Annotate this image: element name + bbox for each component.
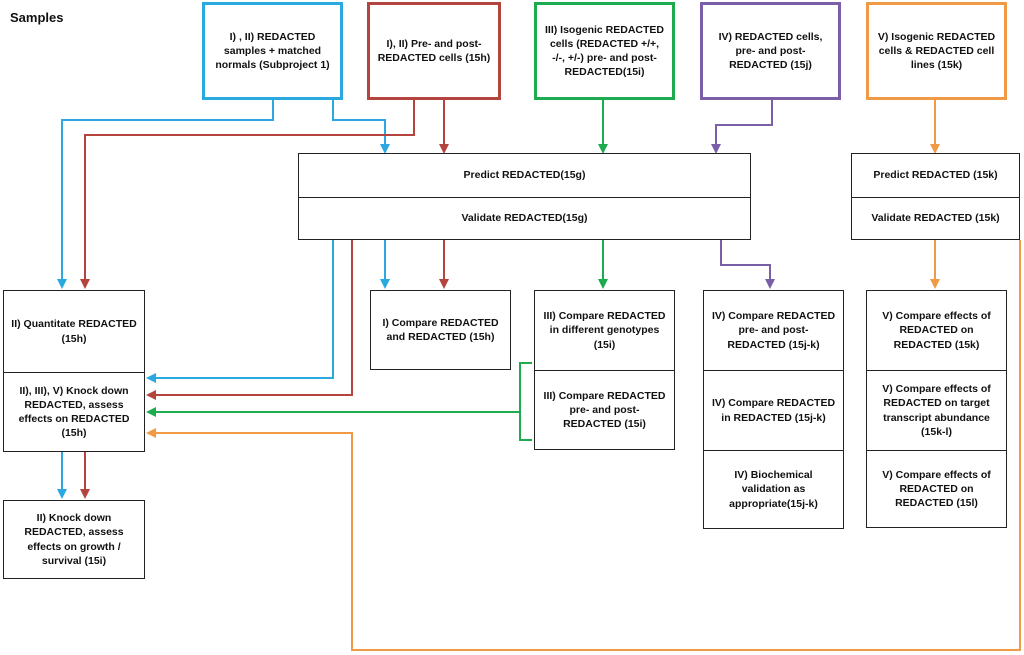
source-box-isogenic-15i: III) Isogenic REDACTED cells (REDACTED +… — [534, 2, 675, 100]
quantitate-box: II) Quantitate REDACTED (15h) — [3, 290, 145, 373]
effects-15k-box: V) Compare effects of REDACTED on REDACT… — [866, 290, 1007, 371]
compare-15h-box: I) Compare REDACTED and REDACTED (15h) — [370, 290, 511, 370]
connector-cyan-s1-to-quantitate — [57, 100, 274, 289]
effects-15l-box: V) Compare effects of REDACTED on REDACT… — [866, 450, 1007, 528]
connector-purple-validate-to-compare — [720, 240, 775, 289]
connector-cyan-s1-to-predict — [332, 100, 390, 154]
source-box-prepost-15j: IV) REDACTED cells, pre- and post- REDAC… — [700, 2, 841, 100]
effects-target-transcript-box: V) Compare effects of REDACTED on target… — [866, 370, 1007, 451]
biochemical-validation-box: IV) Biochemical validation as appropriat… — [703, 450, 844, 529]
knockdown-assess-box: II), III), V) Knock down REDACTED, asses… — [3, 372, 145, 452]
predict-main-box: Predict REDACTED(15g) — [298, 153, 751, 198]
validate-main-box: Validate REDACTED(15g) — [298, 197, 751, 240]
connector-cyan-validate-to-knockdown — [146, 240, 334, 383]
diagram-title: Samples — [10, 10, 64, 25]
compare-prepost-15jk-box: IV) Compare REDACTED pre- and post- REDA… — [703, 290, 844, 371]
connector-green-compare-to-knockdown — [519, 362, 532, 441]
compare-prepost-15i-box: III) Compare REDACTED pre- and post- RED… — [534, 370, 675, 450]
validate-15k-box: Validate REDACTED (15k) — [851, 197, 1020, 240]
predict-15k-box: Predict REDACTED (15k) — [851, 153, 1020, 198]
connector-red-s2-to-quantitate — [80, 100, 415, 289]
source-box-subproject1: I) , II) REDACTED samples + matched norm… — [202, 2, 343, 100]
compare-genotypes-box: III) Compare REDACTED in different genot… — [534, 290, 675, 371]
knockdown-growth-box: II) Knock down REDACTED, assess effects … — [3, 500, 145, 579]
compare-in-15jk-box: IV) Compare REDACTED in REDACTED (15j-k) — [703, 370, 844, 451]
connector-purple-s4-to-predict — [711, 100, 773, 154]
source-box-prepost-15h: I), II) Pre- and post- REDACTED cells (1… — [367, 2, 501, 100]
source-box-isogenic-15k: V) Isogenic REDACTED cells & REDACTED ce… — [866, 2, 1007, 100]
connector-red-validate-to-knockdown — [146, 240, 353, 400]
connector-orange-loop-to-knockdown — [146, 240, 1021, 651]
